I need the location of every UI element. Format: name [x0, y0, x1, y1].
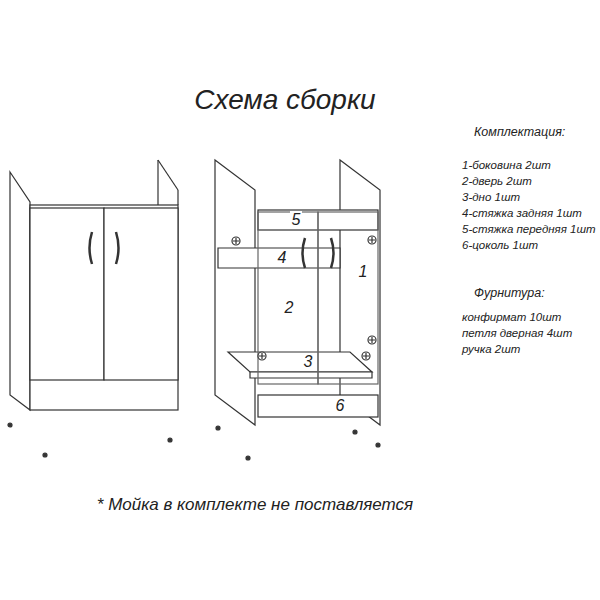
- foot: [246, 456, 250, 460]
- door: [30, 208, 104, 380]
- hardware-line: конфирмат 10шт: [462, 311, 561, 324]
- handle: [116, 232, 119, 264]
- handle: [331, 238, 334, 268]
- foot: [353, 430, 357, 434]
- callout-number: 6: [334, 397, 347, 415]
- plinth: [258, 395, 378, 417]
- part-line: 1-боковина 2шт: [462, 159, 551, 172]
- caption-note: * Мойка в комплекте не поставляется: [97, 495, 413, 515]
- side-panel-edge: [157, 160, 158, 205]
- hardware-line: петля дверная 4шт: [462, 327, 572, 340]
- title: Схема сборки: [194, 84, 375, 116]
- side-panel: [10, 172, 30, 410]
- foot: [168, 438, 172, 442]
- screw-cross: [233, 237, 375, 359]
- confirmat-screws: [232, 236, 376, 360]
- side-panel-edge: [177, 190, 178, 205]
- exploded-cabinet: [215, 160, 380, 460]
- back-rail: [218, 248, 340, 268]
- part-line: 3-дно 1шт: [462, 191, 520, 204]
- callout-number: 5: [290, 211, 303, 229]
- handle: [303, 238, 306, 268]
- part-line: 2-дверь 2шт: [462, 175, 532, 188]
- foot: [43, 453, 47, 457]
- assembled-cabinet: [8, 160, 178, 457]
- side-panel-edge: [158, 160, 178, 190]
- part-line: 4-стяжка задняя 1шт: [462, 207, 582, 220]
- door: [258, 212, 318, 384]
- foot: [8, 423, 12, 427]
- foot: [216, 426, 220, 430]
- callout-number: 2: [283, 299, 296, 317]
- cabinet-front: [30, 205, 178, 410]
- handle: [90, 232, 93, 264]
- part-line: 6-цоколь 1шт: [462, 239, 538, 252]
- callout-number: 4: [276, 249, 289, 267]
- door: [318, 212, 378, 384]
- bottom-panel: [228, 352, 372, 372]
- parts-heading: Комплектация:: [474, 125, 565, 139]
- side-panel: [340, 160, 380, 425]
- callout-number: 3: [302, 353, 315, 371]
- foot: [376, 443, 380, 447]
- callout-number: 1: [357, 263, 370, 281]
- hardware-line: ручка 2шт: [462, 343, 520, 356]
- hardware-heading: Фурнитура:: [474, 286, 545, 300]
- part-line: 5-стяжка передняя 1шт: [462, 223, 596, 236]
- door: [104, 208, 178, 380]
- side-panel: [215, 160, 255, 425]
- bottom-panel-edge: [250, 372, 372, 378]
